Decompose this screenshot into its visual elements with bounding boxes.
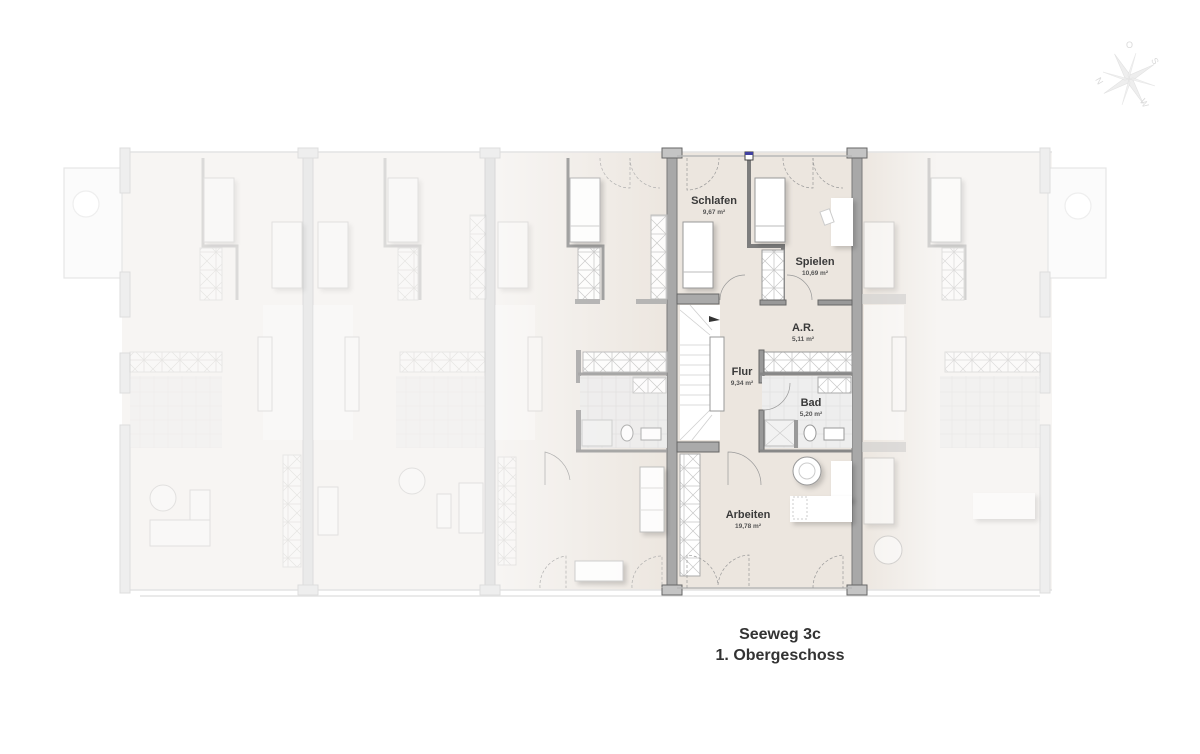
room-name: A.R. — [791, 322, 814, 334]
room-area: 10,69 m² — [801, 270, 829, 277]
room-name: Flur — [731, 366, 753, 378]
neighbor-unit-right — [862, 158, 1041, 565]
room-label-spielen: Spielen 10,69 m² — [795, 256, 834, 278]
compass-rose-icon: O S W N — [1093, 40, 1164, 114]
address-title: Seeweg 3c — [739, 626, 821, 643]
balcony-right — [1047, 167, 1107, 279]
room-area: 19,78 m² — [734, 523, 762, 530]
neighbor-units-far-left — [129, 158, 543, 568]
balcony-left — [63, 167, 123, 279]
room-area: 9,67 m² — [702, 209, 726, 216]
room-name: Schlafen — [691, 195, 737, 207]
highlighted-unit — [676, 151, 853, 589]
room-name: Spielen — [795, 256, 835, 268]
room-area: 9,34 m² — [730, 380, 754, 387]
room-name: Bad — [800, 397, 822, 409]
room-label-flur: Flur 9,34 m² — [731, 366, 753, 388]
room-label-schlafen: Schlafen 9,67 m² — [691, 195, 737, 217]
room-label-ar: A.R. 5,11 m² — [792, 322, 814, 344]
floor-title: 1. Obergeschoss — [715, 647, 845, 664]
party-walls — [297, 147, 868, 596]
room-area: 5,11 m² — [791, 336, 815, 343]
plan-title-block: Seeweg 3c 1. Obergeschoss — [716, 624, 845, 666]
room-area: 5,20 m² — [799, 411, 823, 418]
compass-letter-o: O — [1126, 40, 1134, 50]
room-label-bad: Bad 5,20 m² — [800, 397, 822, 419]
room-label-arbeiten: Arbeiten 19,78 m² — [726, 509, 771, 531]
neighbor-unit-left-1 — [539, 157, 668, 589]
room-name: Arbeiten — [725, 509, 771, 521]
